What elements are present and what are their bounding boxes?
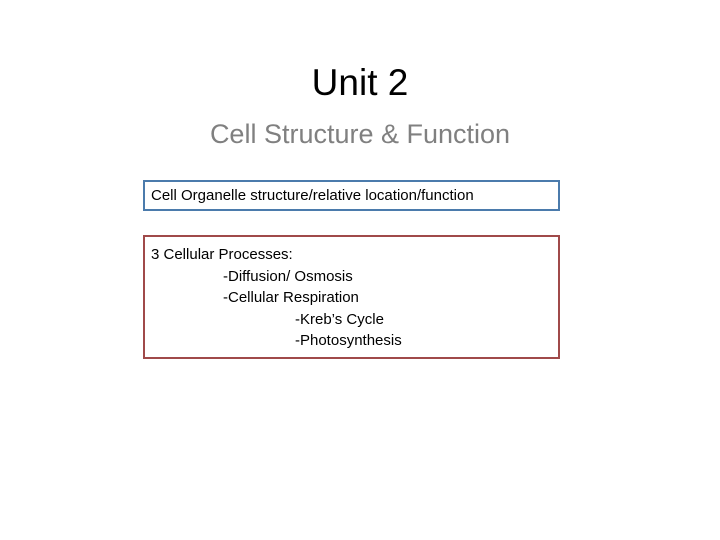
processes-line-cellular-respiration: -Cellular Respiration	[223, 289, 359, 306]
processes-line-diffusion: -Diffusion/ Osmosis	[223, 267, 353, 285]
page-title: Unit 2	[311, 62, 409, 103]
organelle-text-box: Cell Organelle structure/relative locati…	[143, 180, 560, 211]
processes-line-heading: 3 Cellular Processes:	[151, 246, 293, 263]
page-subtitle: Cell Structure & Function	[209, 119, 511, 149]
cellular-processes-text-box: 3 Cellular Processes: -Diffusion/ Osmosi…	[143, 235, 560, 359]
processes-line-krebs-cycle: -Kreb’s Cycle	[295, 310, 384, 328]
processes-line-photosynthesis: -Photosynthesis	[295, 332, 402, 349]
title-block: Unit 2 Cell Structure & Function	[0, 62, 720, 150]
organelle-text: Cell Organelle structure/relative locati…	[151, 187, 474, 204]
